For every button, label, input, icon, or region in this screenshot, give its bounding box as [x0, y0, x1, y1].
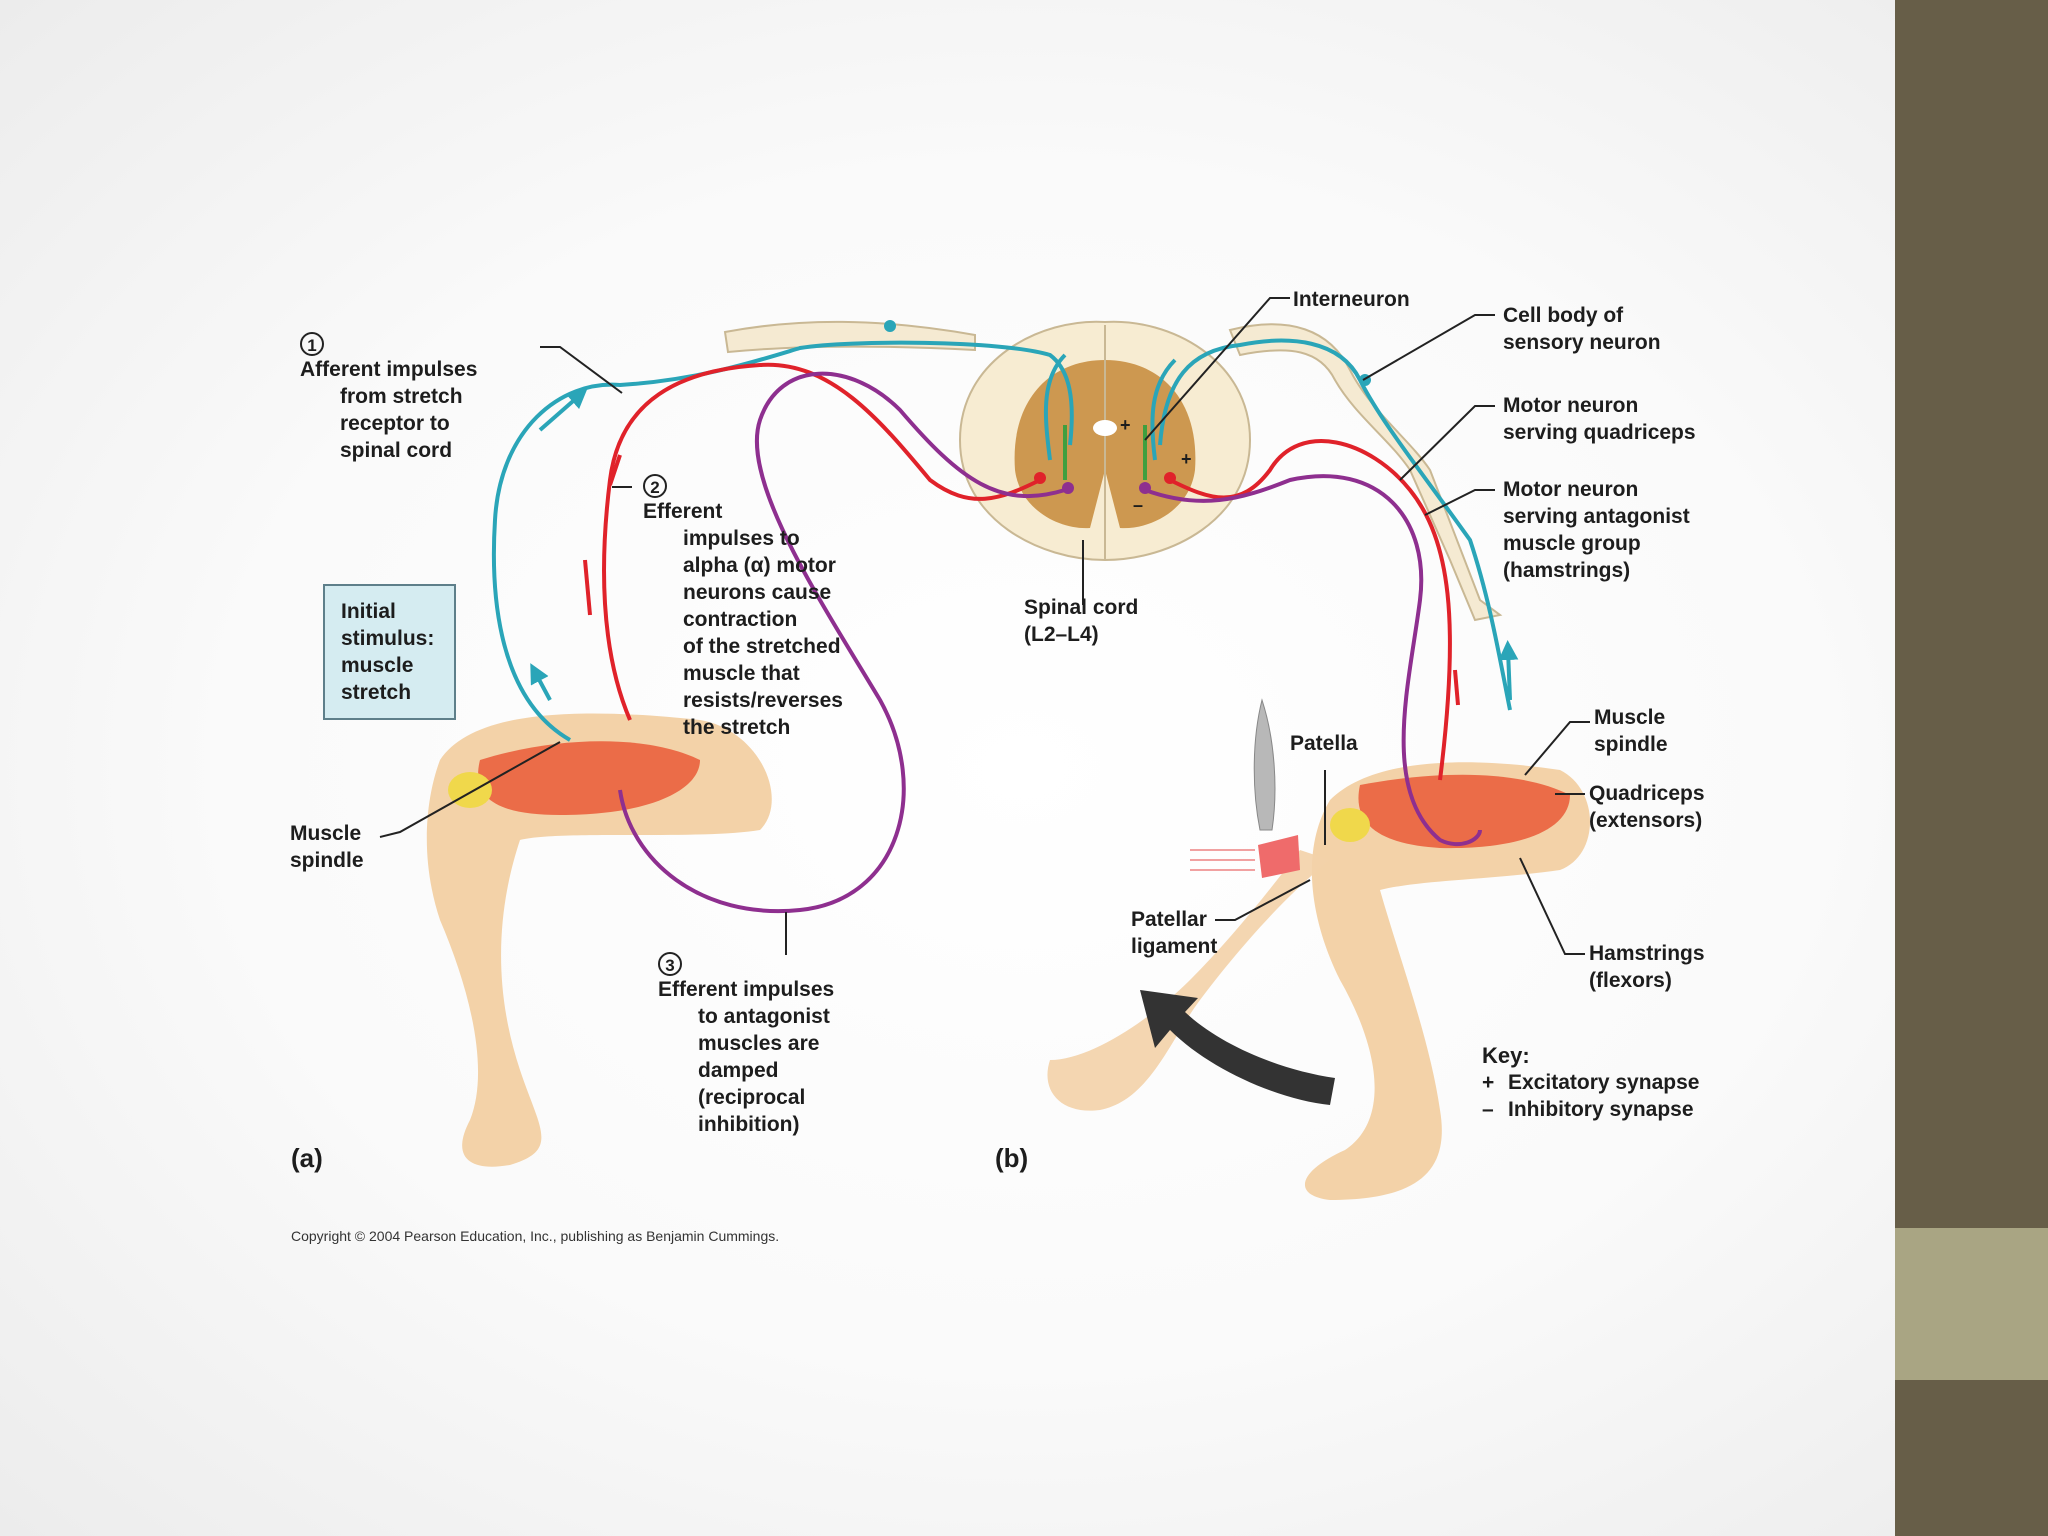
label-patellar-ligament: Patellar ligament [1131, 908, 1218, 958]
panel-b-label: (b) [995, 1143, 1029, 1173]
label-quadriceps: Quadriceps (extensors) [1589, 782, 1705, 832]
motor-neuron-body-left [1034, 472, 1046, 484]
label-motor-quadriceps: Motor neuron serving quadriceps [1503, 394, 1696, 444]
label-muscle-spindle-a: Muscle spindle [290, 822, 364, 872]
inhibitory-synapse-right [1139, 482, 1151, 494]
motor-neuron-body-right [1164, 472, 1176, 484]
stretch-reflex-diagram [379, 297, 1590, 1200]
motion-lines [1190, 849, 1255, 871]
label-cell-body: Cell body of sensory neuron [1503, 304, 1661, 354]
label-spinal-cord: Spinal cord (L2–L4) [1024, 596, 1139, 646]
nerve-trunk-left [723, 320, 976, 354]
inhibitory-synapse-left [1062, 482, 1074, 494]
kick-arrow [1140, 990, 1335, 1105]
panel-a-label: (a) [291, 1143, 323, 1173]
initial-stimulus-box: Initial stimulus: muscle stretch [323, 584, 456, 720]
label-hamstrings: Hamstrings (flexors) [1589, 942, 1705, 992]
plus-sign-lower: + [1181, 449, 1192, 469]
leg-a [426, 713, 772, 1167]
interneurons [1063, 425, 1147, 480]
key: Key: +Excitatory synapse –Inhibitory syn… [1482, 1042, 1699, 1123]
spinal-cord [958, 320, 1252, 562]
key-title: Key: [1482, 1043, 1530, 1068]
key-item-inhibitory: –Inhibitory synapse [1482, 1098, 1694, 1121]
label-patella: Patella [1290, 732, 1358, 755]
label-interneuron: Interneuron [1293, 288, 1410, 311]
leader-lines [379, 297, 1590, 955]
copyright: Copyright © 2004 Pearson Education, Inc.… [291, 1228, 780, 1244]
leg-b [1047, 762, 1590, 1200]
inhibitory-pathway [618, 371, 1482, 914]
minus-sign: – [1133, 495, 1144, 515]
reflex-hammer [1190, 698, 1300, 878]
sensory-cell-body-left [884, 320, 896, 332]
label-motor-antagonist: Motor neuron serving antagonist muscle g… [1503, 478, 1690, 582]
label-muscle-spindle-b: Muscle spindle [1594, 706, 1668, 756]
plus-sign-upper: + [1120, 415, 1131, 435]
key-item-excitatory: +Excitatory synapse [1482, 1071, 1700, 1094]
sidebar-accent [1895, 1228, 2048, 1380]
